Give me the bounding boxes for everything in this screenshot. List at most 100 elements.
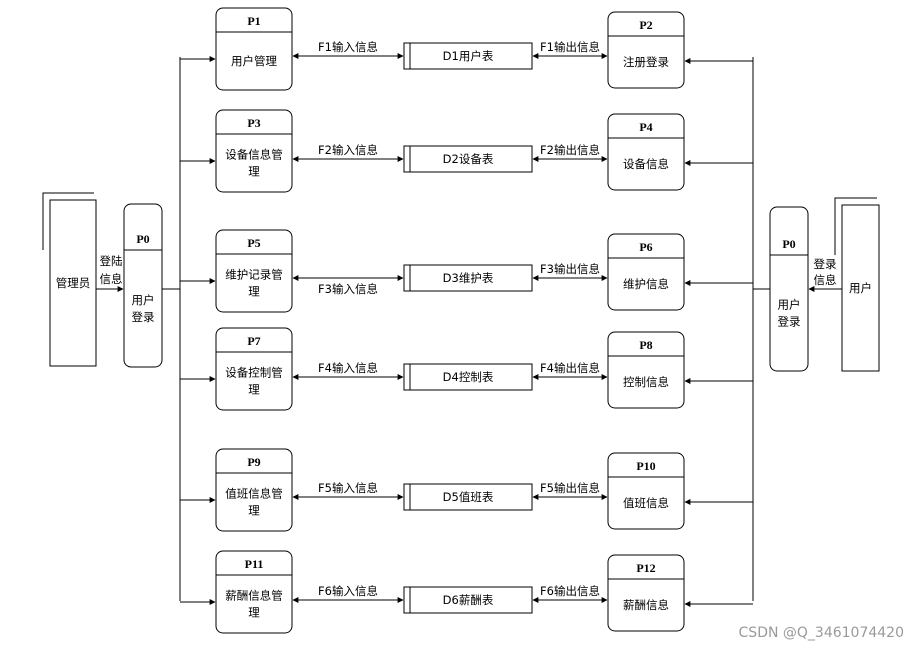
row5-data-store: D5值班表 [403,483,533,511]
row1-store-label: D1用户表 [443,49,494,63]
user-entity-box [841,204,880,372]
left-p0-box-outline [123,203,163,368]
row3-right-process-box: P6 维护信息 [607,233,685,311]
right-p0-box-outline [769,206,809,372]
row1-left-label-line: 用户管理 [231,54,277,68]
row4-right-label-line: 控制信息 [623,375,669,389]
right-login-flow-line: 信息 [814,273,837,287]
row4-store-label: D4控制表 [443,370,494,384]
row3-right-box-outline [607,233,685,311]
row6-right-process-box: P12 薪酬信息 [607,554,685,632]
row4-store-box [403,363,533,391]
row5-input-flow-label: F5输入信息 [318,481,378,495]
row6-store-box [403,586,533,614]
row6-store-label: D6薪酬表 [443,593,494,607]
row3-right-label-line: 维护信息 [623,277,669,291]
row6-left-id: P11 [245,557,264,571]
row6-input-flow-label: F6输入信息 [318,584,378,598]
row2-right-id: P4 [639,120,652,134]
admin-entity-box [49,199,97,367]
row2-left-label-line: 理 [248,165,260,179]
row1-input-flow-label: F1输入信息 [318,40,378,54]
row2-left-label-line: 设备信息管 [225,148,283,162]
row4-right-id: P8 [639,338,652,352]
row6-data-store: D6薪酬表 [403,586,533,614]
row6-output-flow-label: F6输出信息 [540,584,600,598]
row3-right-id: P6 [639,240,652,254]
row3-left-label-line: 维护记录管 [225,268,283,282]
user-entity-name: 用户 [849,281,872,295]
row6-left-box-outline [215,550,293,634]
row2-data-store: D2设备表 [403,145,533,173]
row5-right-process-box: P10 值班信息 [607,452,685,530]
row5-left-box-outline [215,448,293,532]
row1-right-label-line: 注册登录 [623,55,669,69]
row3-left-id: P5 [247,236,260,250]
row4-input-flow-label: F4输入信息 [318,361,378,375]
row1-left-box-outline [215,7,293,91]
row5-left-label-line: 理 [248,504,260,518]
row3-input-flow-label: F3输入信息 [318,282,378,296]
row5-left-id: P9 [247,455,260,469]
right-p0-label-line: 登录 [778,315,801,329]
row1-data-store: D1用户表 [403,42,533,70]
row6-left-label-line: 薪酬信息管 [225,589,283,603]
row1-right-process-box: P2 注册登录 [607,11,685,89]
left-p0-label-line: 登录 [132,310,155,324]
right-login-flow-line: 登录 [814,257,837,271]
row2-left-id: P3 [247,116,260,130]
row5-right-box-outline [607,452,685,530]
left-login-flow-line: 信息 [100,272,123,286]
admin-entity-corner-line [42,192,94,250]
row2-store-box [403,145,533,173]
left-login-flow-line: 登陆 [100,254,123,268]
row3-output-flow-label: F3输出信息 [540,262,600,276]
right-p0-label-line: 用户 [778,298,801,312]
admin-entity-name: 管理员 [56,276,91,290]
row3-store-box [403,264,533,292]
row6-right-id: P12 [636,561,655,575]
row5-left-label-line: 值班信息管 [225,487,283,501]
row5-store-label: D5值班表 [443,490,494,504]
row3-data-store: D3维护表 [403,264,533,292]
row4-left-label-line: 设备控制管 [225,366,283,380]
row4-left-box-outline [215,327,293,411]
row1-left-id: P1 [247,14,260,28]
row1-left-process-box: P1 用户管理 [215,7,293,91]
row1-right-id: P2 [639,18,652,32]
user-external-entity: 用户 [834,197,880,372]
row4-left-label-line: 理 [248,383,260,397]
left-p0-id: P0 [136,232,149,246]
row4-left-id: P7 [247,334,260,348]
row2-output-flow-label: F2输出信息 [540,143,600,157]
row6-right-label-line: 薪酬信息 [623,598,669,612]
row5-right-id: P10 [636,459,655,473]
row2-right-label-line: 设备信息 [623,157,669,171]
row3-left-box-outline [215,229,293,313]
row2-right-process-box: P4 设备信息 [607,113,685,191]
row5-right-label-line: 值班信息 [623,496,669,510]
row2-input-flow-label: F2输入信息 [318,143,378,157]
right-p0-id: P0 [782,237,795,251]
admin-external-entity: 管理员 [42,192,97,367]
row6-left-label-line: 理 [248,606,260,620]
csdn-watermark: CSDN @Q_3461074420 [739,625,904,641]
row6-right-box-outline [607,554,685,632]
user-entity-corner-line [834,197,877,255]
row2-store-label: D2设备表 [443,152,494,166]
row3-left-label-line: 理 [248,285,260,299]
row4-right-process-box: P8 控制信息 [607,331,685,409]
row5-store-box [403,483,533,511]
row4-data-store: D4控制表 [403,363,533,391]
row2-right-box-outline [607,113,685,191]
row3-store-label: D3维护表 [443,271,494,285]
row4-right-box-outline [607,331,685,409]
left-p0-label-line: 用户 [132,293,155,307]
